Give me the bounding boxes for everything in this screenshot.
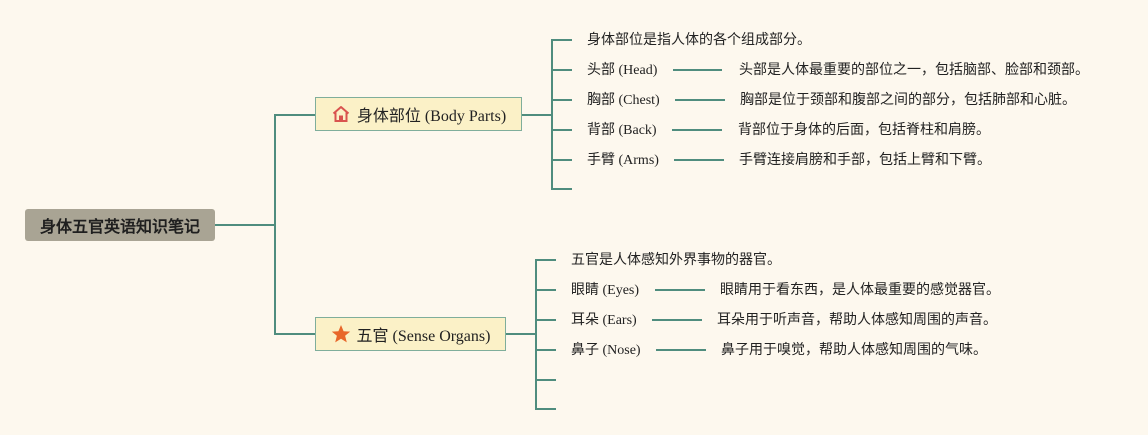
root-node[interactable]: 身体五官英语知识笔记 [25, 209, 215, 241]
leaf-desc: 眼睛用于看东西，是人体最重要的感觉器官。 [720, 283, 1000, 298]
leaf-term[interactable]: 手臂 (Arms) [587, 153, 659, 168]
leaf-desc: 胸部是位于颈部和腹部之间的部分，包括肺部和心脏。 [740, 93, 1076, 108]
branch-label: 五官 (Sense Organs) [356, 328, 491, 345]
leaf-term[interactable]: 背部 (Back) [587, 123, 657, 138]
leaf-term[interactable]: 胸部 (Chest) [587, 93, 660, 108]
leaf-desc: 耳朵用于听声音，帮助人体感知周围的声音。 [717, 313, 997, 328]
leaf-term[interactable]: 鼻子 (Nose) [571, 343, 641, 358]
leaf-desc: 背部位于身体的后面，包括脊柱和肩膀。 [738, 123, 990, 138]
branch-label: 身体部位 (Body Parts) [356, 108, 507, 125]
leaf-intro: 五官是人体感知外界事物的器官。 [571, 253, 781, 268]
branch-node-body-parts[interactable]: 身体部位 (Body Parts) [315, 97, 522, 131]
leaf-intro: 身体部位是指人体的各个组成部分。 [587, 33, 811, 48]
leaf-desc: 头部是人体最重要的部位之一，包括脑部、脸部和颈部。 [739, 63, 1089, 78]
leaf-desc: 鼻子用于嗅觉，帮助人体感知周围的气味。 [721, 343, 987, 358]
root-title: 身体五官英语知识笔记 [39, 217, 200, 236]
leaf-term[interactable]: 耳朵 (Ears) [571, 313, 637, 328]
branch-node-sense-organs[interactable]: 五官 (Sense Organs) [315, 317, 506, 351]
leaf-term[interactable]: 头部 (Head) [587, 63, 658, 78]
leaf-desc: 手臂连接肩膀和手部，包括上臂和下臂。 [739, 153, 991, 168]
leaf-term[interactable]: 眼睛 (Eyes) [571, 283, 640, 298]
star-icon [331, 324, 351, 344]
house-icon [331, 104, 351, 124]
